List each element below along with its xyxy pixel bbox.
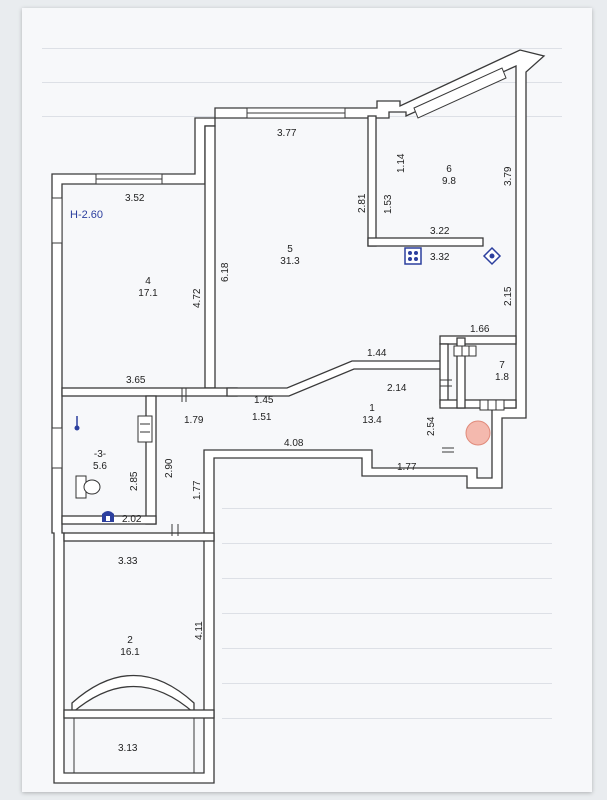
dim-room3-right: 2.85 (129, 471, 140, 491)
dim-balcony: 3.13 (118, 743, 138, 754)
dim-room4-bottom: 3.65 (126, 375, 146, 386)
boiler-icon (102, 511, 114, 522)
dim-corridor-lower: 1.51 (252, 412, 272, 423)
dim-room1-right: 2.54 (426, 416, 437, 436)
dim-kitchen: 3.32 (430, 252, 450, 263)
dim-room6-upper: 1.14 (396, 153, 407, 173)
door-openings (171, 379, 454, 536)
outer-wall (51, 49, 546, 784)
room-3-number: -3- (94, 449, 106, 460)
room-6-area: 9.8 (442, 176, 456, 187)
dim-right-wall: 2.15 (503, 286, 514, 306)
room-labels: 7 1.8 1 13.4 2 16.1 -3- 5.6 4 17.1 5 31.… (93, 164, 509, 658)
room-5-area: 31.3 (280, 256, 300, 267)
dim-room6-bottom: 3.22 (430, 226, 450, 237)
dim-entry: 1.77 (397, 462, 417, 473)
toilet-icon (75, 475, 101, 499)
wall-room6-bottom (367, 237, 484, 247)
wall-room4-bottom (61, 387, 238, 397)
radiator-room7-icon (453, 345, 477, 357)
dim-hall-left: 2.90 (164, 458, 175, 478)
room-7-area: 1.8 (495, 372, 509, 383)
dim-room4-right: 4.72 (192, 288, 203, 308)
dim-room1-bottom: 4.08 (284, 438, 304, 449)
wall-room7-top (439, 335, 517, 345)
wall-corridor-top (226, 360, 448, 397)
dim-room5-top: 3.77 (277, 128, 297, 139)
sink-icon (137, 415, 153, 443)
shower-tap-icon (74, 416, 80, 431)
wall-room3-right (145, 395, 157, 525)
ceiling-height-label: H-2.60 (70, 209, 103, 221)
room-2-number: 2 (127, 635, 133, 646)
wall-room7-bottom (439, 399, 517, 409)
floor-plan-sheet: H-2.60 7 1.8 1 13.4 2 16.1 -3- 5.6 4 17.… (22, 8, 592, 792)
wall-room4-right (204, 125, 216, 389)
wall-kitchen-corner (456, 337, 466, 409)
floor-plan-drawing: H-2.60 7 1.8 1 13.4 2 16.1 -3- 5.6 4 17.… (42, 48, 562, 784)
dim-room6-right: 3.79 (503, 166, 514, 186)
dim-room5-left: 6.18 (220, 262, 231, 282)
room-4-number: 4 (145, 276, 151, 287)
room-3-area: 5.6 (93, 461, 107, 472)
radiator-room7-bottom-icon (479, 399, 505, 411)
window-room-3 (51, 427, 63, 469)
dim-room3-door: 1.79 (184, 415, 204, 426)
room-1-number: 1 (369, 403, 375, 414)
balcony-rail (63, 709, 215, 719)
room-7-number: 7 (499, 360, 505, 371)
dim-room2-right: 4.11 (194, 621, 205, 640)
dim-hall-lower: 1.77 (192, 480, 203, 500)
window-room-4-side (51, 197, 63, 244)
room-4-area: 17.1 (138, 288, 158, 299)
wall-room6-left (367, 115, 377, 247)
dim-room6-left-outer: 2.81 (357, 193, 368, 213)
room-1-area: 13.4 (362, 415, 382, 426)
dim-corridor-upper: 1.45 (254, 395, 274, 406)
wall-room2-top (63, 532, 215, 542)
dim-corridor-top: 1.44 (367, 348, 387, 359)
dim-room6-left-inner: 1.53 (383, 194, 394, 214)
dim-room2-top: 3.33 (118, 556, 138, 567)
gas-valve-icon (482, 246, 502, 266)
dimension-labels: 3.77 3.52 1.14 3.79 2.81 1.53 3.22 3.32 … (118, 128, 514, 754)
dim-room1-top: 2.14 (387, 383, 407, 394)
arch-room2 (71, 675, 195, 715)
room-2-area: 16.1 (120, 647, 140, 658)
red-marker-circle (465, 420, 491, 446)
dim-room3-bottom: 2.02 (122, 514, 142, 525)
stove-icon (404, 247, 422, 265)
room-5-number: 5 (287, 244, 293, 255)
wall-room7-left (439, 343, 449, 405)
dim-room7-top: 1.66 (470, 324, 490, 335)
dim-room4-top: 3.52 (125, 193, 145, 204)
room-6-number: 6 (446, 164, 452, 175)
window-room-6 (413, 67, 507, 119)
